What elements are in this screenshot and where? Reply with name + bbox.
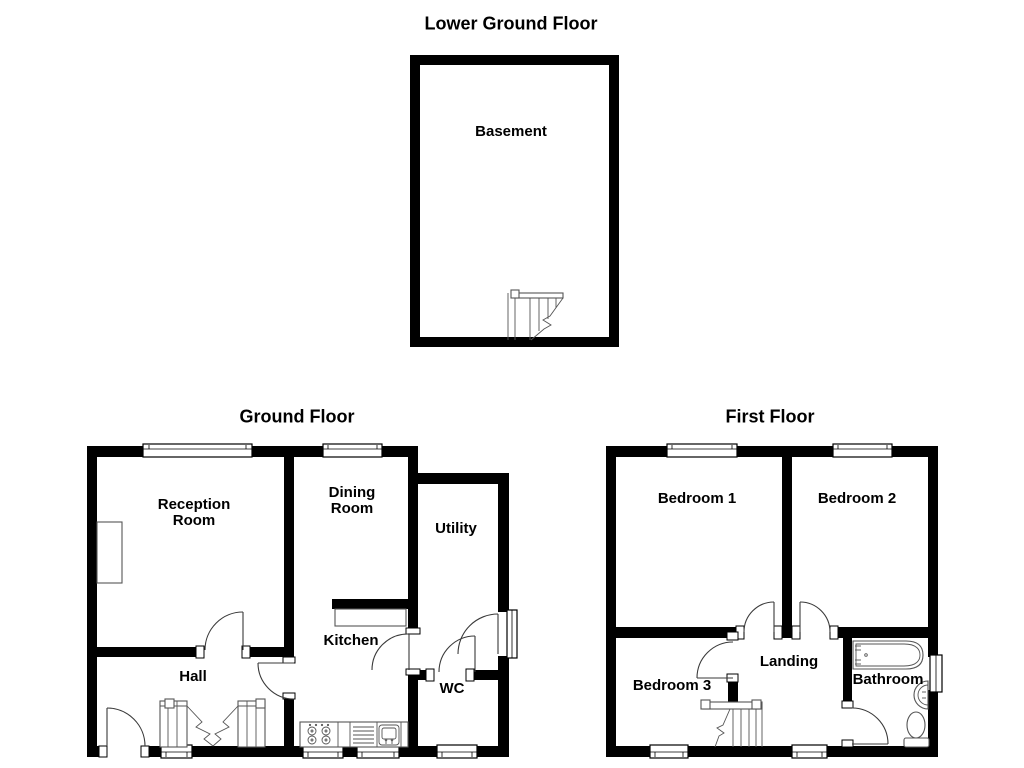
door-frame [726,631,739,641]
gf-wall-dining-kitchen [332,599,408,609]
gf-wall-wc-top-a [418,670,427,680]
room-label-landing: Landing [759,653,819,670]
room-label-dining: Dining Room [328,484,376,517]
room-label-kitchen: Kitchen [323,632,379,649]
gf-wall-hall-kitchen [284,699,294,746]
gf-wall-left [87,446,97,757]
basement-wall-bottom [410,337,619,347]
room-label-basement: Basement [475,123,547,140]
hall-staircase [159,698,266,748]
room-label-wc: WC [439,680,465,697]
ff-wall-landing-right [838,627,928,638]
room-label-bedroom1: Bedroom 1 [657,490,737,507]
gf-wall-right-lower [498,656,509,757]
ground-floor-plan [87,443,518,759]
hob [307,723,331,745]
room-label-hall: Hall [179,668,207,685]
gf-wall-dining-right [408,446,418,628]
bathroom-window [928,654,943,693]
room-label-bedroom3: Bedroom 3 [632,677,712,694]
door-frame [241,645,251,659]
gf-wall-hall-top-right [249,647,294,657]
title-first-floor: First Floor [725,406,815,427]
door-frame [465,668,475,682]
ff-wall-landing-left [616,627,737,638]
room-label-bathroom: Bathroom [852,671,924,688]
door-frame [841,739,854,748]
ff-wall-left [606,446,616,757]
window [649,744,689,759]
gf-wall-wc-left [408,675,418,757]
room-label-reception: Reception Room [157,496,231,529]
gf-wall-bottom [87,746,509,757]
title-ground-floor: Ground Floor [239,406,355,427]
door-frame [425,668,435,682]
reception-door [204,611,244,651]
window [356,744,400,759]
ff-wall-bottom [606,746,938,757]
kitchen-counter-top [334,608,407,627]
bedroom2-door [799,601,831,633]
ff-wall-bedroom-divider [782,457,792,638]
bathroom-sink [913,680,929,710]
door-frame [195,645,205,659]
basement-wall-right [609,55,619,347]
bedroom3-door [696,641,734,679]
door-frame [829,625,839,640]
kitchen-unit-row [299,721,409,748]
drainer [353,726,374,744]
gf-wall-hall-top-left [97,647,197,657]
landing-staircase [700,699,763,748]
ff-wall-right-lower [928,690,938,757]
ff-wall-right-upper [928,446,938,657]
gf-wall-utility-top [408,473,509,484]
lower-ground-floor-plan [410,55,619,347]
window [666,443,738,458]
window [832,443,893,458]
window [791,744,828,759]
gf-wall-wc-top-b [474,670,509,680]
toilet [903,711,930,748]
hall-kitchen-door [257,662,295,700]
bathroom-door [851,707,889,745]
chimney-breast [96,521,123,584]
title-lower-ground-floor: Lower Ground Floor [424,13,598,34]
door-frame [773,625,783,640]
window [436,744,478,759]
door-frame [282,656,296,664]
ff-wall-top [606,446,938,457]
gf-wall-right-upper [498,473,509,612]
bathtub [852,640,924,670]
ff-wall-bedroom3-stub [728,682,738,703]
bedroom1-door [743,601,775,633]
room-label-utility: Utility [435,520,477,537]
room-label-bedroom2: Bedroom 2 [817,490,897,507]
door-frame [405,668,421,676]
window [322,443,383,458]
wc-door [438,635,476,673]
front-door [98,707,150,758]
basement-wall-top [410,55,619,65]
utility-back-door [457,609,518,659]
basement-wall-left [410,55,420,347]
window [142,443,253,458]
gf-wall-reception-dining [284,457,294,657]
door-frame [405,627,421,635]
kitchen-lobby-door [371,633,410,671]
door-frame [791,625,801,640]
ff-wall-bathroom-left [843,638,852,702]
door-frame [841,700,854,709]
kitchen-sink [378,724,400,746]
first-floor-plan [606,443,943,759]
basement-staircase [507,289,564,341]
